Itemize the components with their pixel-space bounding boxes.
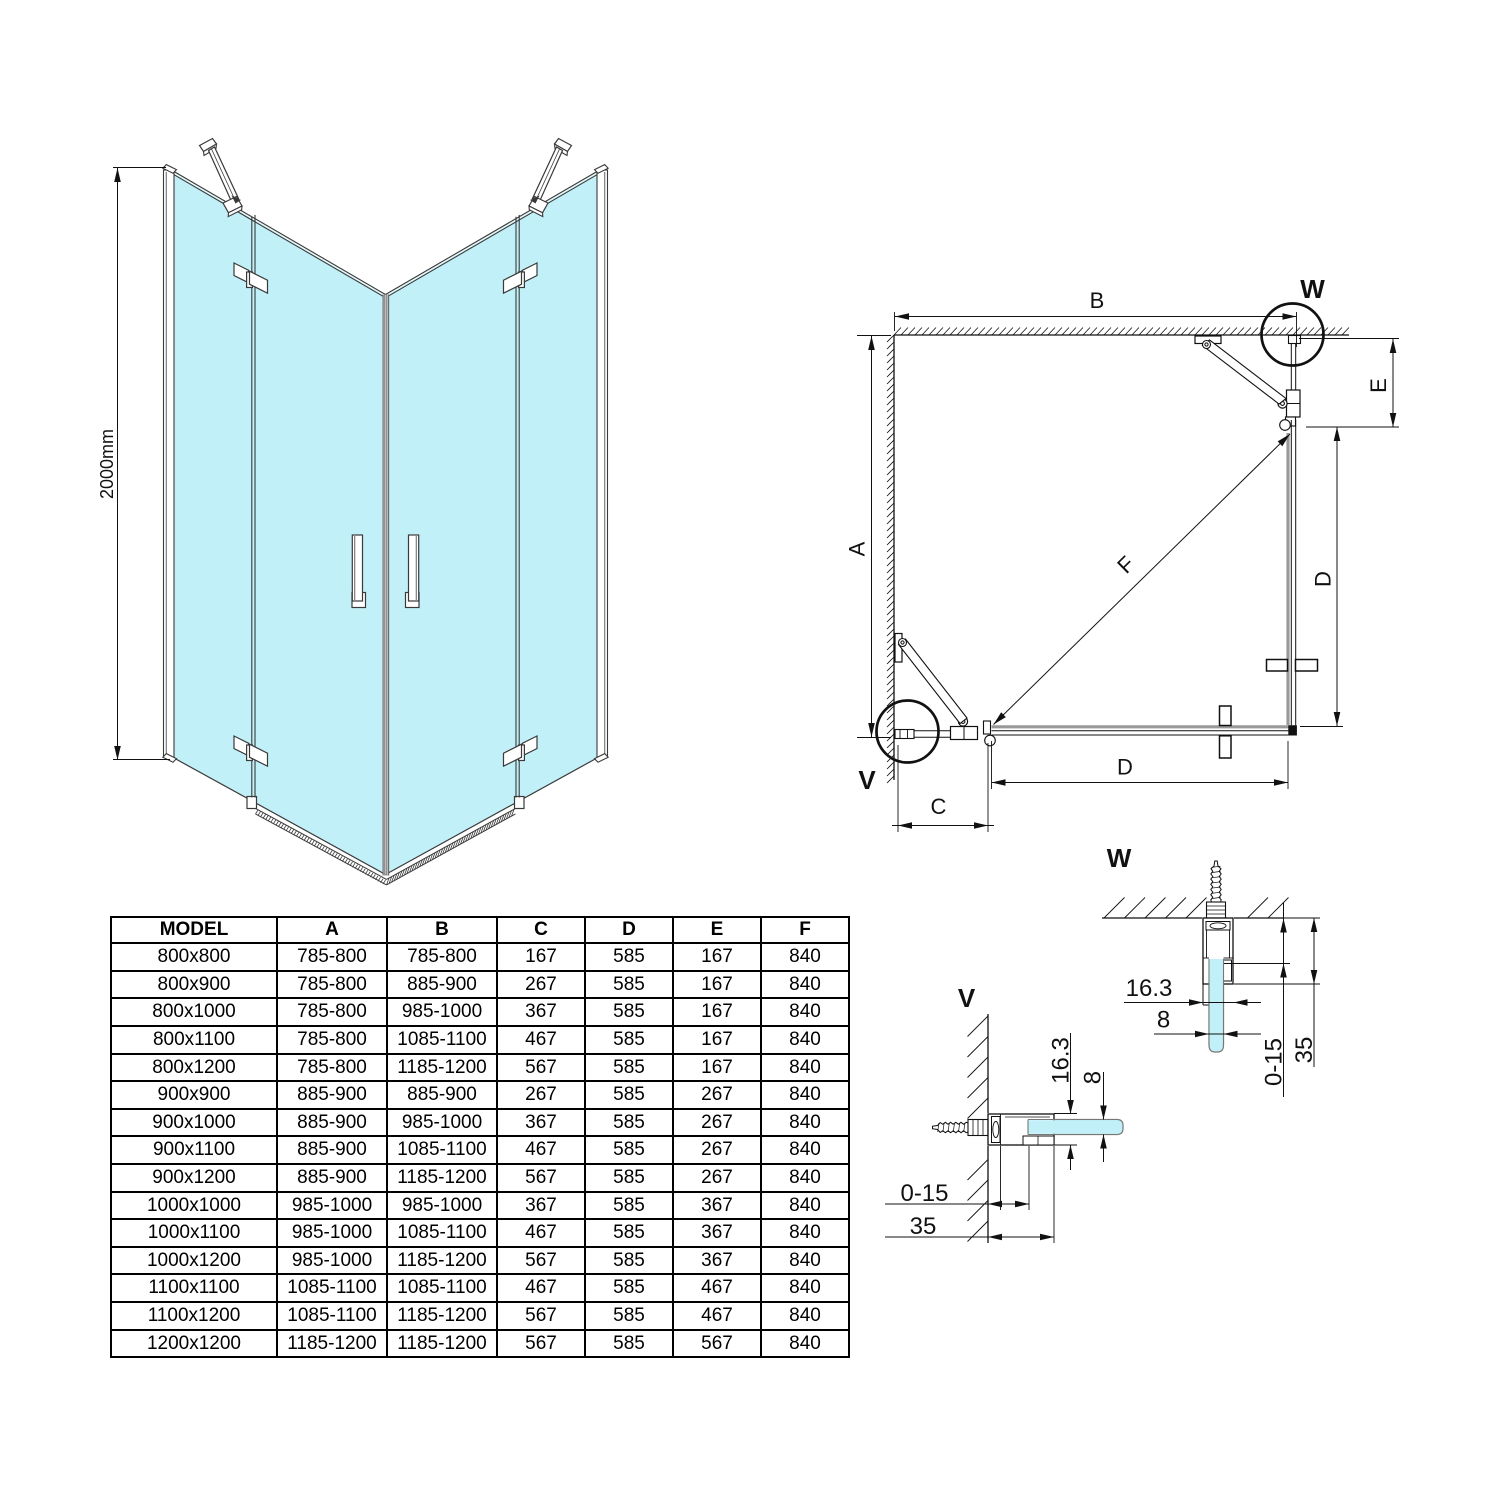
svg-text:A: A bbox=[845, 541, 870, 556]
svg-text:2000mm: 2000mm bbox=[97, 429, 117, 499]
svg-text:0-15: 0-15 bbox=[1261, 1038, 1288, 1086]
svg-text:35: 35 bbox=[910, 1213, 937, 1240]
svg-text:16.3: 16.3 bbox=[1126, 975, 1173, 1002]
svg-text:B: B bbox=[1090, 288, 1105, 313]
svg-text:35: 35 bbox=[1291, 1037, 1318, 1064]
svg-text:V: V bbox=[958, 983, 976, 1013]
svg-text:16.3: 16.3 bbox=[1048, 1037, 1075, 1084]
svg-text:8: 8 bbox=[1080, 1071, 1107, 1084]
svg-text:C: C bbox=[931, 794, 947, 819]
svg-text:0-15: 0-15 bbox=[900, 1180, 948, 1207]
svg-text:W: W bbox=[1107, 843, 1132, 873]
svg-text:V: V bbox=[858, 765, 876, 795]
svg-text:D: D bbox=[1117, 755, 1133, 780]
svg-text:W: W bbox=[1300, 274, 1325, 304]
svg-text:8: 8 bbox=[1157, 1007, 1170, 1034]
svg-text:D: D bbox=[1311, 571, 1336, 587]
svg-text:E: E bbox=[1366, 378, 1391, 393]
